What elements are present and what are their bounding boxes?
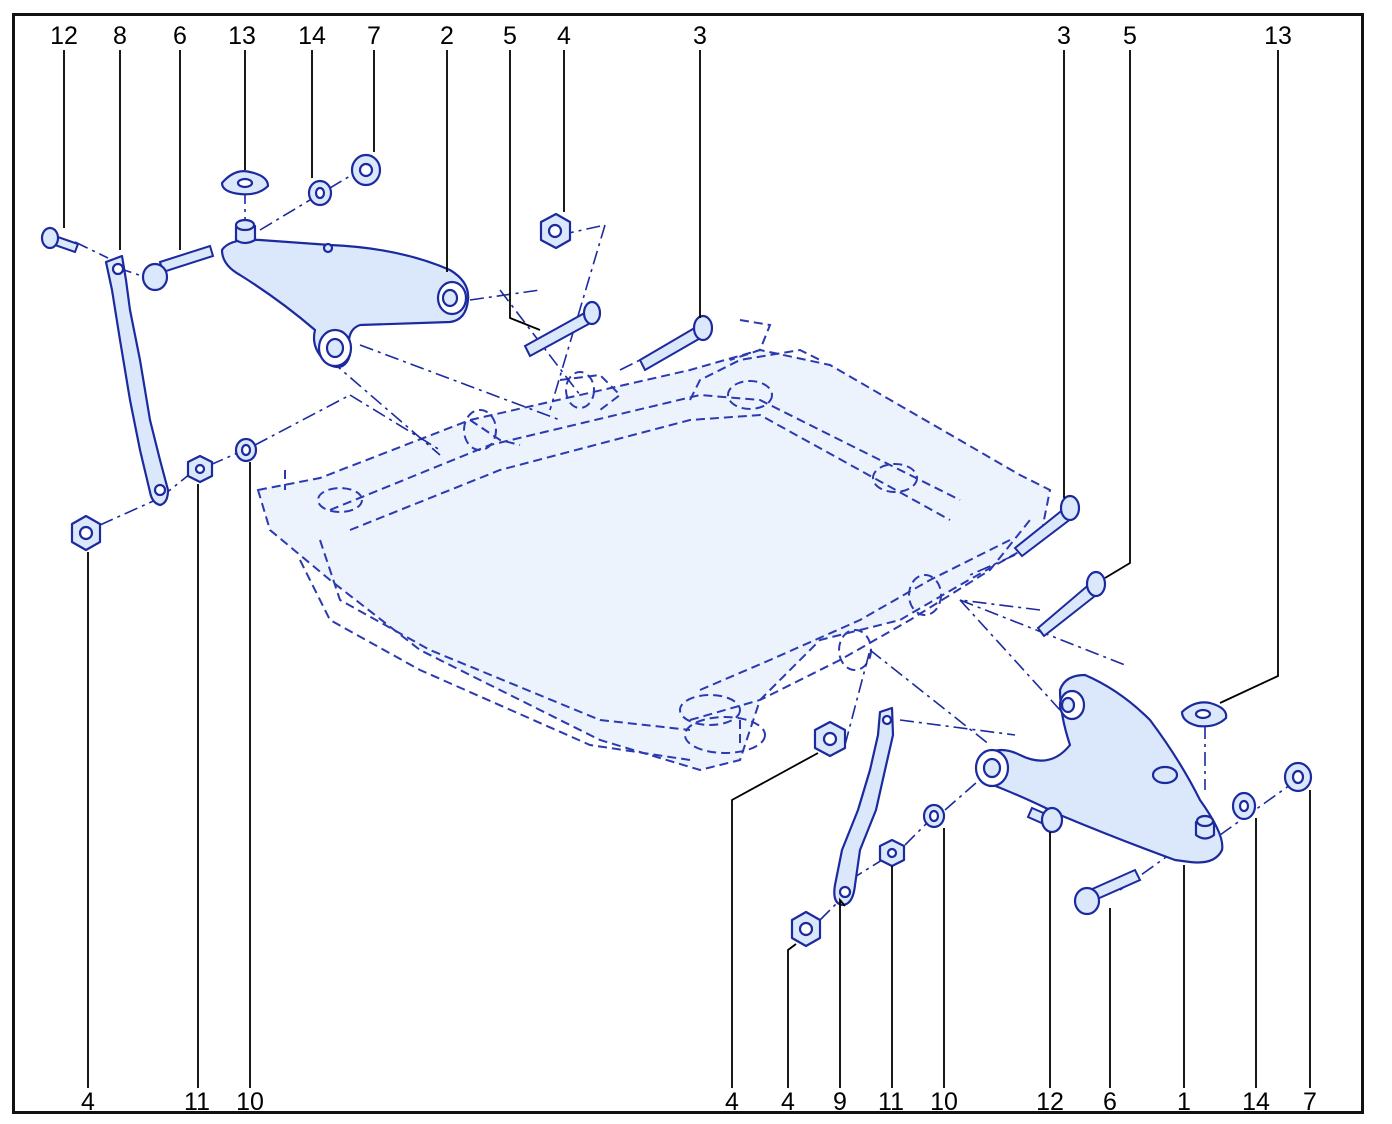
- plate-13-left: [220, 170, 270, 196]
- callout-label: 1: [1177, 1088, 1191, 1116]
- nut-7-right: [1283, 761, 1313, 793]
- callout-label: 3: [693, 22, 707, 50]
- leader-lines: [63, 50, 1311, 1088]
- callout-label: 7: [1303, 1088, 1317, 1116]
- callout-label: 4: [81, 1088, 95, 1116]
- callout-label: 10: [930, 1088, 958, 1116]
- callout-label: 14: [298, 22, 326, 50]
- nut-4-left: [70, 514, 102, 552]
- callout-label: 12: [1036, 1088, 1064, 1116]
- callout-label: 11: [184, 1088, 210, 1116]
- stabilizer-link-8: [104, 254, 170, 507]
- callout-label: 6: [173, 22, 187, 50]
- callout-label: 3: [1057, 22, 1071, 50]
- bolt-5-top: [523, 300, 602, 358]
- callout-label: 12: [50, 22, 78, 50]
- callout-label: 9: [833, 1088, 847, 1116]
- callout-label: 6: [1103, 1088, 1117, 1116]
- nut-4-top: [539, 212, 572, 250]
- callout-label: 7: [367, 22, 381, 50]
- subframe: [256, 319, 1052, 772]
- bolt-3-right: [1013, 494, 1081, 558]
- callout-label: 4: [557, 22, 571, 50]
- callout-label: 8: [113, 22, 127, 50]
- callout-label: 14: [1242, 1088, 1270, 1116]
- callout-label: 11: [878, 1088, 904, 1116]
- washer-10-left: [234, 437, 258, 463]
- diagram-border: [12, 13, 1364, 1114]
- plate-13-right: [1180, 701, 1228, 728]
- callout-label: 5: [1123, 22, 1137, 50]
- callout-label: 5: [503, 22, 517, 50]
- bolt-12-left: [40, 226, 80, 254]
- nut-4-right-a: [813, 720, 847, 758]
- callout-label: 4: [781, 1088, 795, 1116]
- callout-label: 2: [440, 22, 454, 50]
- bolt-5-right: [1036, 570, 1107, 638]
- callout-label: 10: [236, 1088, 264, 1116]
- bolt-12-right: [1026, 806, 1064, 834]
- nut-11-left: [186, 454, 214, 484]
- bolt-6-right: [1073, 868, 1142, 916]
- bolt-3-top: [638, 314, 714, 372]
- control-arm-left: [220, 218, 470, 369]
- callout-label: 13: [1264, 22, 1292, 50]
- bolt-6-left: [141, 244, 215, 292]
- callout-label: 4: [725, 1088, 739, 1116]
- control-arm-right: [974, 673, 1224, 864]
- stabilizer-link-9: [833, 706, 895, 907]
- washer-14-left: [307, 179, 333, 207]
- nut-4-right-b: [790, 910, 822, 948]
- nut-11-right: [878, 838, 906, 868]
- nut-7-left: [350, 153, 382, 187]
- washer-10-right: [922, 803, 946, 829]
- callout-label: 13: [228, 22, 256, 50]
- washer-14-right: [1231, 791, 1257, 821]
